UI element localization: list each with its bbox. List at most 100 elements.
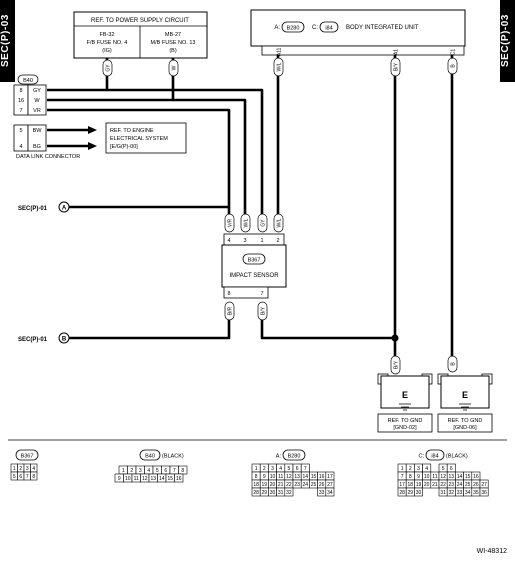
pin-number: 22: [440, 482, 446, 488]
wire-tag: B/Y: [390, 57, 401, 77]
wire-tag: W: [168, 59, 179, 77]
pin-number: 2: [409, 466, 412, 472]
fuse-right-line2: M/B FUSE NO. 13: [151, 40, 196, 46]
pin-number: 23: [294, 482, 300, 488]
dlc-wire-bw: BW: [33, 128, 43, 134]
fuse-left-line2: F/B FUSE NO. 4: [87, 40, 128, 46]
pin-number: 5: [156, 468, 159, 474]
pin-number: 5: [288, 466, 291, 472]
dlc-wire-gy: GY: [33, 88, 41, 94]
pin-number: 35: [473, 490, 479, 496]
dlc-conn-tag: B40: [23, 78, 33, 84]
pin-number: 25: [311, 482, 317, 488]
pin-number: 31: [440, 490, 446, 496]
connector-i84-color: (BLACK): [446, 454, 468, 460]
pin-number: 29: [408, 490, 414, 496]
pin-number: 29: [262, 490, 268, 496]
ground-icon: [399, 403, 411, 411]
ground-ref-2-line2: [GND-06]: [453, 425, 477, 431]
pin-number: 9: [263, 474, 266, 480]
pin-number: 3: [271, 466, 274, 472]
sec-ref-a: SEC(P)-01 A: [18, 201, 70, 213]
pin-number: 11: [278, 474, 283, 480]
dlc-pin-7: 7: [19, 108, 22, 114]
sec-ref-b: SEC(P)-01 B: [18, 332, 70, 344]
svg-text:V/R: V/R: [228, 218, 234, 227]
power-supply-box: REF. TO POWER SUPPLY CIRCUIT FB-32 F/B F…: [73, 11, 208, 59]
connector-b367-tag: B367: [21, 454, 34, 460]
pin-number: 21: [432, 482, 438, 488]
svg-text:W: W: [172, 65, 178, 70]
svg-text:B/Y: B/Y: [394, 62, 400, 71]
pin-number: 12: [142, 476, 148, 482]
connector-i84-tag: i84: [431, 454, 438, 460]
wire-sensor-pin7: [260, 302, 395, 340]
pin-number: 20: [270, 482, 276, 488]
sensor-pin-1: 1: [260, 238, 263, 244]
pin-number: 12: [440, 474, 446, 480]
bcu-pin-c1: C1: [451, 49, 457, 56]
pin-number: 5: [442, 466, 445, 472]
ground-ref-2-line1: REF. TO GND: [448, 418, 483, 424]
wire-harness: [47, 54, 454, 370]
ground-letter-1: E: [402, 390, 408, 400]
sec-b-mark: B: [62, 337, 67, 343]
pin-number: 27: [481, 482, 487, 488]
dlc-label: DATA LINK CONNECTOR: [16, 154, 80, 160]
sensor-pin-3: 3: [243, 238, 246, 244]
wire-tag: W/L: [273, 57, 284, 77]
pin-number: 13: [449, 474, 455, 480]
svg-text:B/Y: B/Y: [261, 306, 267, 315]
pin-number: 15: [167, 476, 173, 482]
pin-cell: [479, 487, 489, 497]
ground-ref-1-line1: REF. TO GND: [388, 418, 423, 424]
pin-number: 21: [278, 482, 284, 488]
pin-number: 11: [432, 474, 437, 480]
pin-number: 18: [408, 482, 414, 488]
ground-ref-1-line2: [GND-02]: [393, 425, 417, 431]
bcu-name: BODY INTEGRATED UNIT: [346, 25, 419, 31]
pin-number: 17: [327, 474, 333, 480]
wire-tag: GY: [257, 213, 268, 233]
pin-number: 9: [417, 474, 420, 480]
pin-number: 2: [263, 466, 266, 472]
wire-tag: B: [447, 57, 458, 75]
pin-number: 30: [416, 490, 422, 496]
wire-tag: B: [447, 355, 458, 373]
pin-number: 16: [319, 474, 325, 480]
pin-number: 16: [176, 476, 182, 482]
bcu-conn-c: i84: [325, 26, 332, 32]
ground-terminal-1: E REF. TO GND [GND-02]: [377, 373, 433, 433]
power-supply-title: REF. TO POWER SUPPLY CIRCUIT: [91, 18, 189, 24]
bcu-conn-a: B280: [287, 26, 300, 32]
bcu-prefix-c: C:: [312, 25, 318, 31]
figure-id: WI-48312: [476, 548, 507, 555]
pin-number: 34: [327, 490, 333, 496]
dlc-wire-w: W: [34, 98, 40, 104]
pin-number: 26: [473, 482, 479, 488]
bcu-pin-a11: A11: [277, 48, 283, 57]
svg-text:W/L: W/L: [244, 218, 250, 227]
connector-b280-prefix: A:: [276, 454, 282, 460]
data-link-connector: B40 8 GY 16 W 7 VR 5 BW 4 BG DATA LINK C…: [13, 74, 80, 160]
dlc-pin-5: 5: [19, 128, 22, 134]
pin-number: 10: [125, 476, 131, 482]
wire-wl-sensor: [173, 98, 247, 226]
pin-number: 2: [19, 466, 22, 472]
sec-b-label: SEC(P)-01: [18, 337, 48, 343]
pin-number: 28: [399, 490, 405, 496]
wire-vr-sensor: [47, 108, 231, 226]
pin-number: 33: [457, 490, 463, 496]
pin-cell: [284, 487, 294, 497]
pin-number: 16: [473, 474, 479, 480]
pin-number: 14: [159, 476, 165, 482]
engine-ref: REF. TO ENGINE ELECTRICAL SYSTEM [E/G(P)…: [88, 122, 187, 154]
pin-number: 12: [286, 474, 292, 480]
pin-number: 25: [465, 482, 471, 488]
pin-number: 19: [262, 482, 268, 488]
